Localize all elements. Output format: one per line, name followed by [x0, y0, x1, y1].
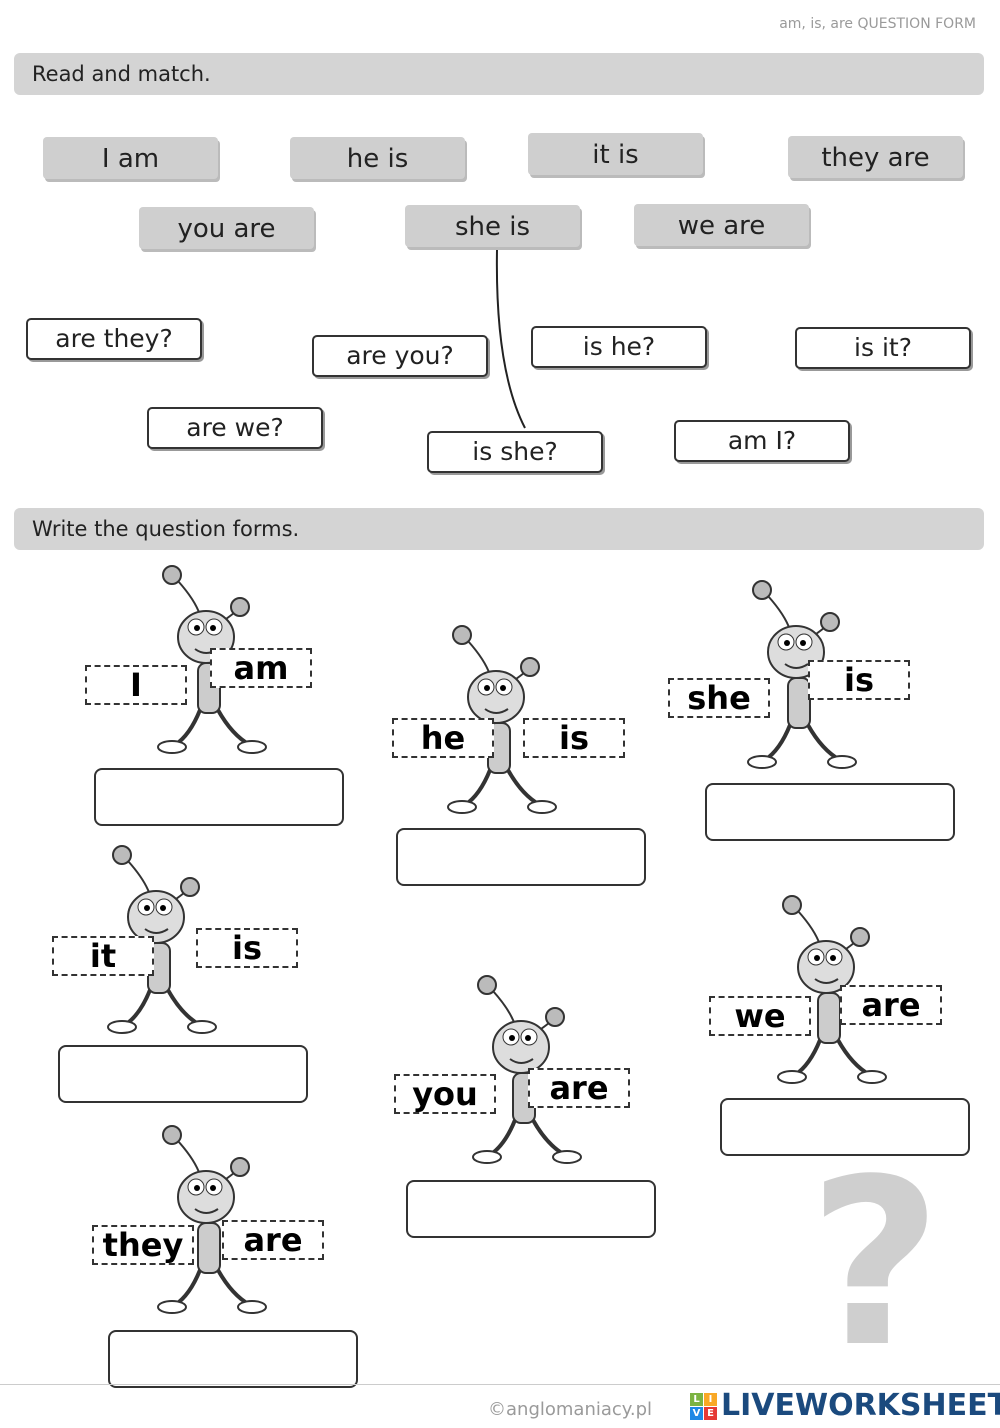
brand-text: LIVEWORKSHEETS [721, 1388, 1000, 1423]
question-box[interactable]: is it? [795, 327, 971, 369]
worksheet-topic: am, is, are QUESTION FORM [779, 16, 976, 32]
ant-illustration-icon [140, 1125, 300, 1315]
verb-card: is [196, 928, 298, 968]
question-box[interactable]: are you? [312, 335, 488, 377]
copyright: ©anglomaniacy.pl [488, 1399, 653, 1420]
subject-card: we [709, 996, 811, 1036]
subject-card: he [392, 718, 494, 758]
verb-card: is [808, 660, 910, 700]
verb-card: are [840, 985, 942, 1025]
statement-box[interactable]: she is [405, 205, 580, 247]
question-box[interactable]: am I? [674, 420, 850, 462]
statement-box[interactable]: they are [788, 136, 963, 178]
verb-card: are [528, 1068, 630, 1108]
answer-input[interactable] [94, 768, 344, 826]
statement-box[interactable]: he is [290, 137, 465, 179]
subject-card: you [394, 1074, 496, 1114]
section-title-read-match: Read and match. [14, 53, 984, 95]
question-box[interactable]: is she? [427, 431, 603, 473]
statement-box[interactable]: we are [634, 204, 809, 246]
ant-illustration-icon [455, 975, 615, 1165]
question-box[interactable]: are we? [147, 407, 323, 449]
verb-card: are [222, 1220, 324, 1260]
section-title-write: Write the question forms. [14, 508, 984, 550]
subject-card: they [92, 1225, 194, 1265]
verb-card: is [523, 718, 625, 758]
statement-box[interactable]: I am [43, 137, 218, 179]
ant-illustration-icon [430, 625, 590, 815]
statement-box[interactable]: you are [139, 207, 314, 249]
question-box[interactable]: is he? [531, 326, 707, 368]
ant-illustration-icon [760, 895, 920, 1085]
footer-divider [0, 1384, 1000, 1385]
answer-input[interactable] [720, 1098, 970, 1156]
subject-card: I [85, 665, 187, 705]
answer-input[interactable] [705, 783, 955, 841]
ant-illustration-icon [730, 580, 890, 770]
verb-card: am [210, 648, 312, 688]
subject-card: she [668, 678, 770, 718]
statement-box[interactable]: it is [528, 133, 703, 175]
match-line [495, 249, 526, 429]
answer-input[interactable] [58, 1045, 308, 1103]
answer-input[interactable] [396, 828, 646, 886]
answer-input[interactable] [406, 1180, 656, 1238]
answer-input[interactable] [108, 1330, 358, 1388]
question-mark-icon: ? [808, 1150, 942, 1380]
subject-card: it [52, 936, 154, 976]
question-box[interactable]: are they? [26, 318, 202, 360]
